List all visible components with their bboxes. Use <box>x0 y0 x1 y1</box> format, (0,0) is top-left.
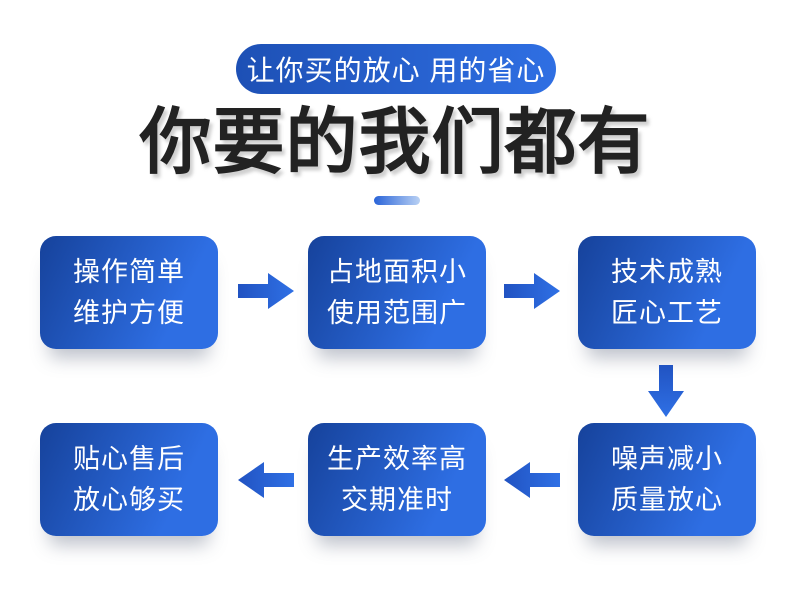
feature-line: 操作简单 <box>73 257 185 288</box>
arrow-left-icon <box>238 462 294 498</box>
title-underline <box>374 196 420 205</box>
arrow-left-icon <box>504 462 560 498</box>
top-badge: 让你买的放心 用的省心 <box>236 44 556 94</box>
feature-line: 交期准时 <box>341 484 453 515</box>
feature-line: 贴心售后 <box>73 444 185 475</box>
feature-line: 占地面积小 <box>327 257 467 288</box>
feature-box-technology: 技术成熟 匠心工艺 <box>578 236 756 349</box>
feature-line: 技术成熟 <box>611 257 723 288</box>
feature-line: 放心够买 <box>73 484 185 515</box>
feature-box-footprint: 占地面积小 使用范围广 <box>308 236 486 349</box>
feature-box-aftersale: 贴心售后 放心够买 <box>40 423 218 536</box>
arrow-right-icon <box>504 273 560 309</box>
top-badge-text: 让你买的放心 用的省心 <box>246 55 546 86</box>
feature-box-noise: 噪声减小 质量放心 <box>578 423 756 536</box>
feature-line: 质量放心 <box>611 484 723 515</box>
feature-line: 噪声减小 <box>611 444 723 475</box>
arrow-down-icon <box>648 365 684 417</box>
page-title: 你要的我们都有 <box>139 103 651 183</box>
feature-line: 使用范围广 <box>327 297 467 328</box>
arrow-right-icon <box>238 273 294 309</box>
feature-line: 生产效率高 <box>327 444 467 475</box>
feature-line: 维护方便 <box>73 297 185 328</box>
feature-box-efficiency: 生产效率高 交期准时 <box>308 423 486 536</box>
feature-line: 匠心工艺 <box>611 297 723 328</box>
feature-box-operation: 操作简单 维护方便 <box>40 236 218 349</box>
